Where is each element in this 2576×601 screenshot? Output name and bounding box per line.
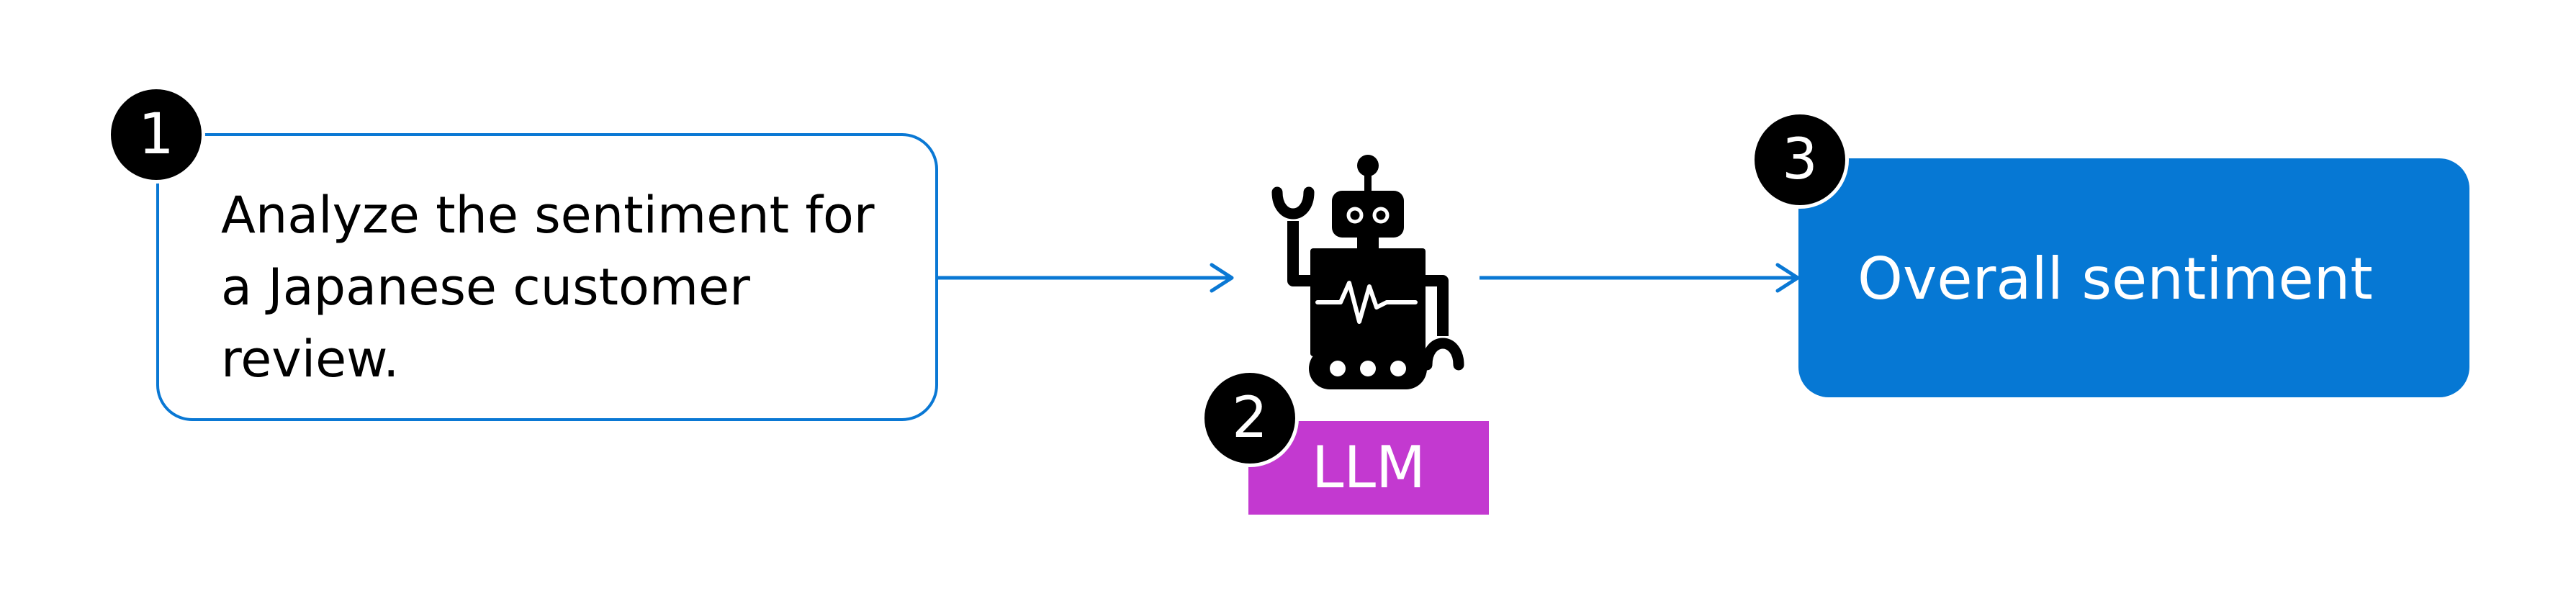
arrow-right-icon [1480, 263, 1800, 293]
output-text: Overall sentiment [1857, 245, 2373, 312]
step-badge-2: 2 [1201, 369, 1299, 467]
prompt-box: Analyze the sentiment for a Japanese cus… [156, 133, 938, 421]
llm-label-text: LLM [1311, 434, 1426, 501]
arrow-right-icon [938, 263, 1234, 293]
prompt-text: Analyze the sentiment for a Japanese cus… [221, 186, 875, 389]
robot-icon [1271, 155, 1464, 389]
output-box: Overall sentiment [1798, 158, 2469, 397]
step-badge-3: 3 [1751, 111, 1849, 209]
step-badge-1: 1 [107, 86, 205, 184]
